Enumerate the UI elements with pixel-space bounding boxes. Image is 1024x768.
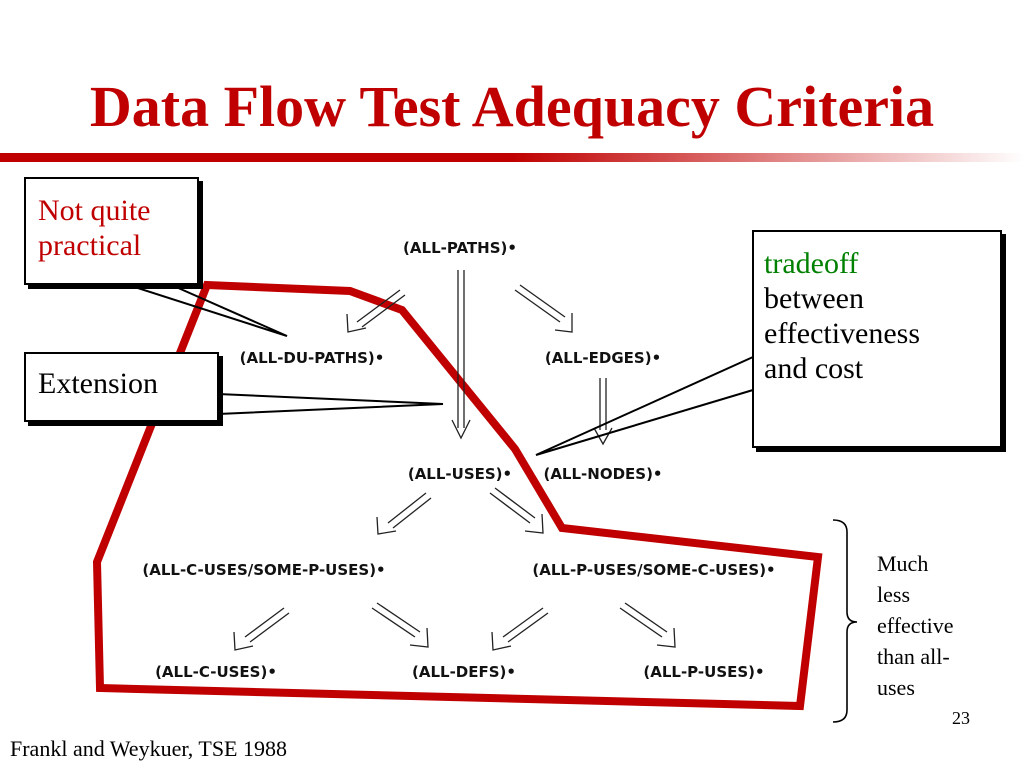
node-all-du-paths: (ALL-DU-PATHS)• xyxy=(240,349,385,367)
arrow-uses-to-p-some-c xyxy=(489,487,544,534)
slide-title: Data Flow Test Adequacy Criteria xyxy=(89,74,935,139)
side-note-line: uses xyxy=(877,675,915,700)
side-note-bracket xyxy=(832,519,858,723)
extension-callout: Extension xyxy=(24,352,219,422)
node-all-p-uses: (ALL-P-USES)• xyxy=(643,663,764,681)
node-all-c-uses: (ALL-C-USES)• xyxy=(155,663,277,681)
arrow-c-some-p-to-defs xyxy=(371,602,429,648)
side-note: Much less effective than all- uses xyxy=(877,548,987,703)
side-note-line: Much xyxy=(877,551,929,576)
node-all-p-uses-some-c-uses: (ALL-P-USES/SOME-C-USES)• xyxy=(532,561,775,579)
arrow-c-some-p-to-c-uses xyxy=(233,607,290,651)
title-underline xyxy=(0,153,1024,162)
node-all-paths: (ALL-PATHS)• xyxy=(403,239,517,257)
practical-callout-line1: Not quite xyxy=(38,194,151,227)
not-quite-practical-callout: Not quite practical xyxy=(24,177,199,285)
node-all-edges: (ALL-EDGES)• xyxy=(545,349,661,367)
tradeoff-callout-line4: and cost xyxy=(764,352,864,385)
arrow-p-some-c-to-p-uses xyxy=(619,602,676,648)
practical-callout-pointer xyxy=(121,282,288,337)
node-all-nodes: (ALL-NODES)• xyxy=(543,465,662,483)
node-all-c-uses-some-p-uses: (ALL-C-USES/SOME-P-USES)• xyxy=(142,561,385,579)
node-all-defs: (ALL-DEFS)• xyxy=(412,663,516,681)
tradeoff-callout-keyword: tradeoff xyxy=(764,247,859,280)
side-note-line: less xyxy=(877,582,910,607)
arrow-p-some-c-to-defs xyxy=(491,607,549,651)
extension-callout-pointer xyxy=(217,393,444,415)
citation: Frankl and Weykuer, TSE 1988 xyxy=(10,736,287,761)
practical-callout-line2: practical xyxy=(38,229,142,262)
arrow-paths-to-du-paths xyxy=(346,289,406,333)
side-note-line: effective xyxy=(877,613,954,638)
arrow-paths-to-edges xyxy=(514,284,573,333)
side-note-line: than all- xyxy=(877,644,950,669)
tradeoff-callout-pointer xyxy=(535,356,754,456)
node-all-uses: (ALL-USES)• xyxy=(408,465,512,483)
tradeoff-callout-line2: between xyxy=(764,282,864,315)
tradeoff-callout-line3: effectiveness xyxy=(764,317,921,350)
subsumed-region-outline xyxy=(92,280,823,711)
page-number: 23 xyxy=(952,708,970,728)
arrow-uses-to-c-some-p xyxy=(376,492,432,535)
tradeoff-callout: tradeoff between effectiveness and cost xyxy=(752,230,1002,448)
extension-callout-text: Extension xyxy=(38,367,158,400)
arrow-paths-to-uses xyxy=(451,270,471,440)
